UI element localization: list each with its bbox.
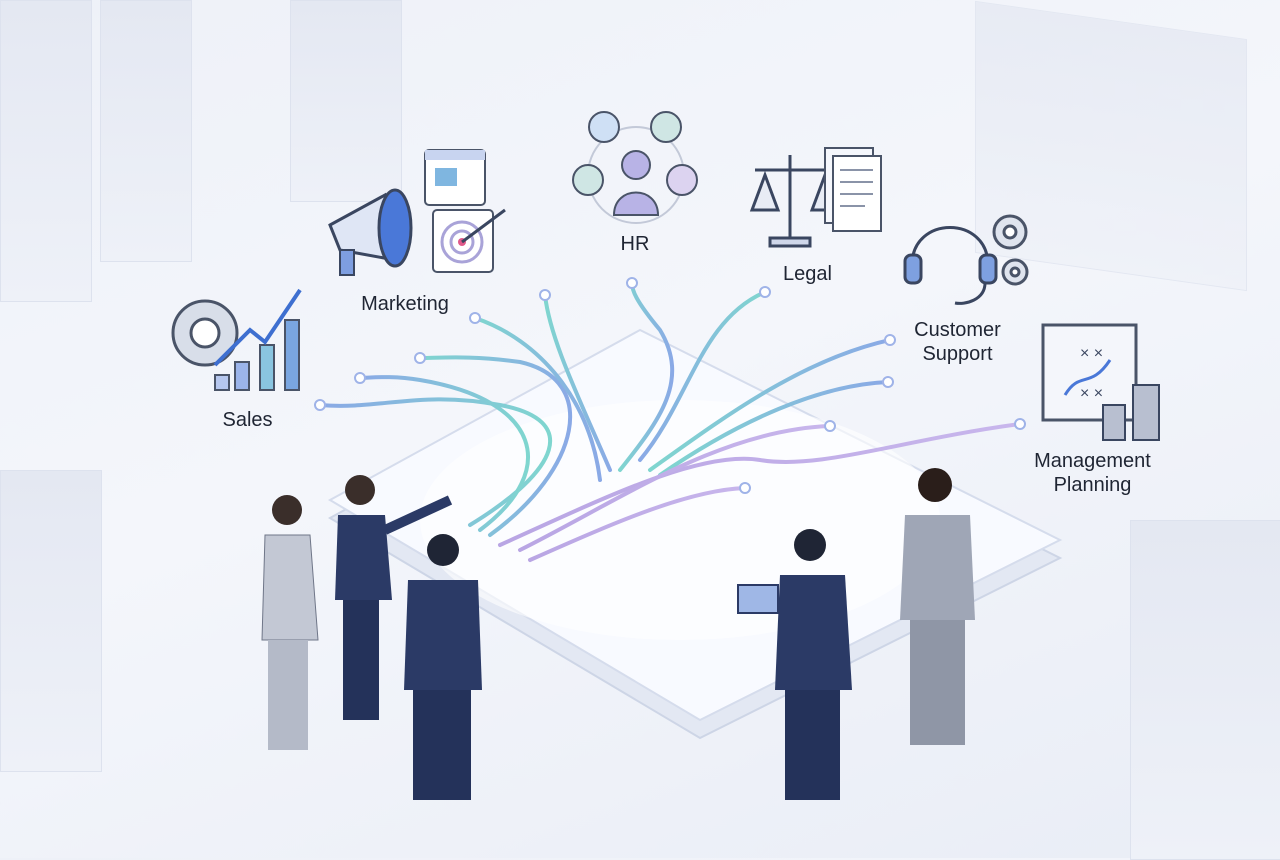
background-pillar	[100, 0, 192, 262]
label-hr: HR	[620, 233, 650, 255]
target-icon	[432, 208, 506, 273]
megaphone-icon	[328, 188, 413, 276]
line-sales-2	[358, 375, 530, 532]
svg-text:× ×: × ×	[1080, 345, 1103, 362]
connection-lines	[318, 281, 1022, 562]
webpage-icon	[424, 149, 486, 206]
documents-icon	[824, 147, 882, 232]
label-legal: Legal	[783, 263, 832, 285]
line-management-2	[518, 424, 832, 552]
svg-text:× ×: × ×	[1080, 385, 1103, 402]
background-pillar	[290, 0, 402, 202]
background-block-right	[1130, 520, 1280, 860]
line-sales	[318, 397, 553, 527]
tablet-icon	[737, 584, 779, 614]
label-marketing: Marketing	[361, 293, 449, 315]
line-hr	[618, 281, 675, 472]
line-support	[648, 338, 892, 472]
line-marketing-2	[473, 316, 602, 482]
people-network-icon	[572, 111, 698, 224]
background-pillar-left	[0, 0, 92, 302]
line-endpoints	[314, 277, 1026, 494]
label-customer-support-line2: Support	[922, 343, 993, 365]
gears-icon	[992, 214, 1029, 286]
label-customer-support: Customer Support	[895, 318, 1020, 366]
label-management-planning: Management Planning	[1015, 449, 1170, 497]
label-customer-support-line1: Customer	[914, 319, 1001, 341]
person-man-with-tablet	[737, 529, 852, 800]
headset-icon	[903, 226, 998, 305]
line-marketing-3	[543, 293, 612, 472]
label-sales: Sales	[222, 409, 273, 431]
line-management	[498, 422, 1022, 547]
person-woman-grey-suit	[261, 495, 319, 750]
line-management-3	[528, 486, 747, 562]
person-man-navy-suit	[404, 534, 482, 800]
label-management-line1: Management	[1034, 450, 1151, 472]
label-management-line2: Planning	[1053, 474, 1132, 496]
person-man-grey-suit	[900, 468, 975, 745]
chess-pieces-icon	[1102, 384, 1160, 441]
line-marketing	[418, 355, 573, 537]
background-block-left	[0, 470, 102, 772]
line-legal	[638, 290, 767, 462]
sales-gear-chart-icon	[171, 288, 302, 391]
line-support-2	[658, 380, 890, 477]
person-woman-navy-suit	[335, 475, 453, 720]
